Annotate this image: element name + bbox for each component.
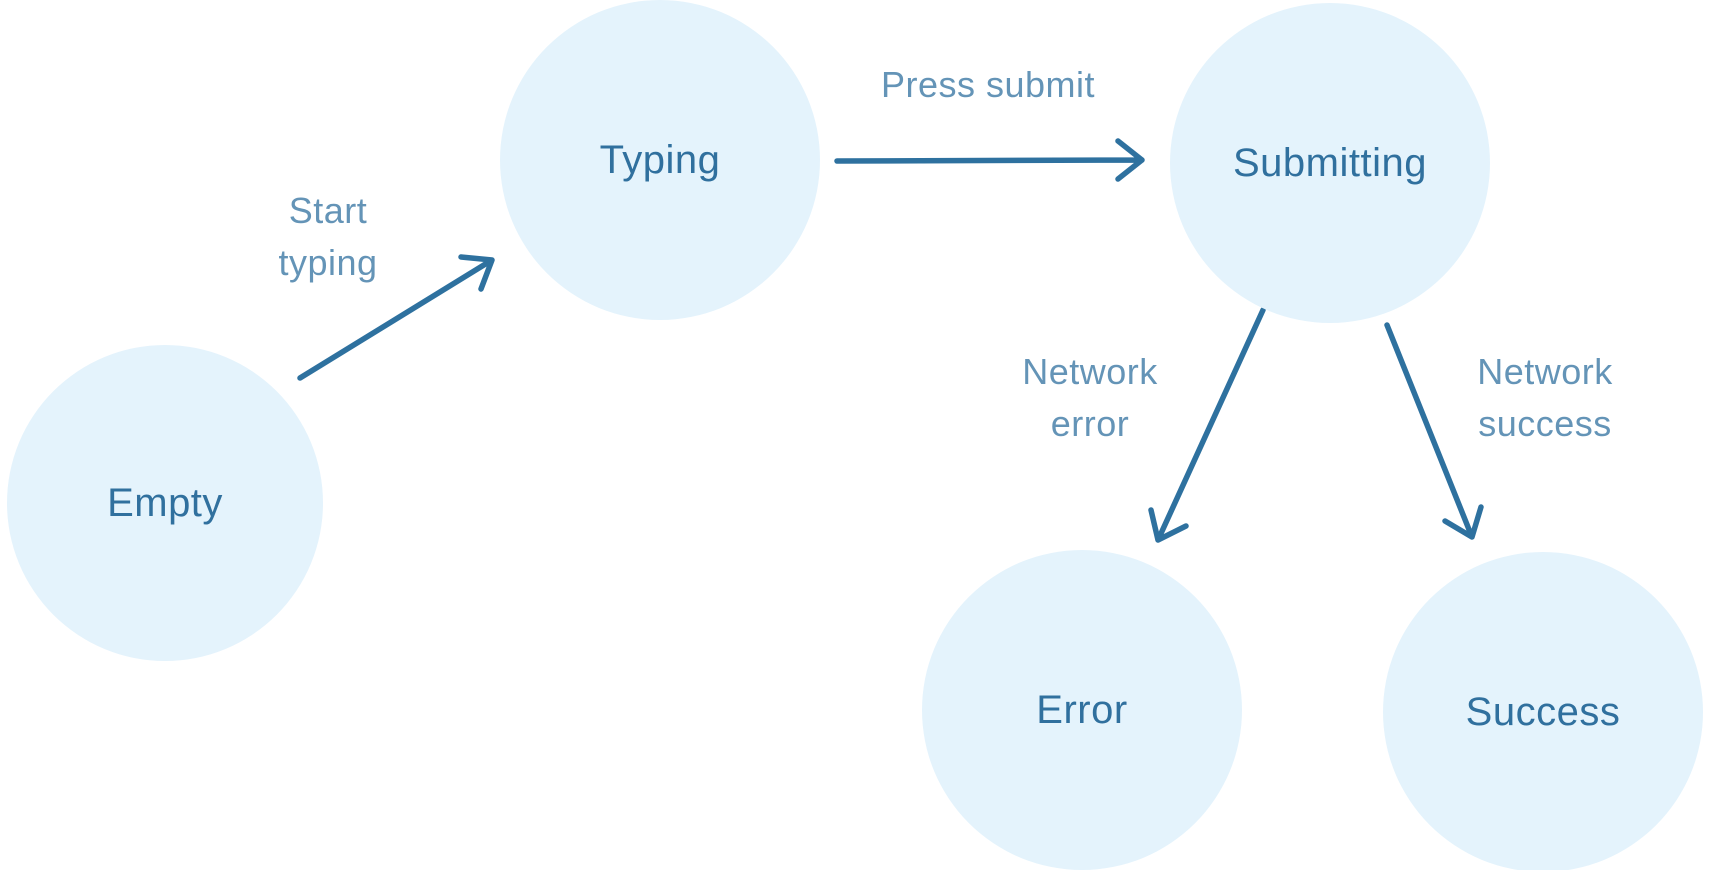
state-label-typing: Typing xyxy=(599,137,721,182)
edge-label-line: typing xyxy=(278,242,378,283)
arrow-typing-to-submitting xyxy=(834,138,1145,182)
edge-label-press-submit: Press submit xyxy=(881,59,1095,111)
state-label-error: Error xyxy=(1036,687,1128,732)
state-node-empty: Empty xyxy=(7,345,323,661)
edge-label-line: Press submit xyxy=(880,64,1096,105)
edge-label-line: Start xyxy=(288,190,368,231)
edge-label-line: Network xyxy=(1022,351,1158,392)
edge-label-line: success xyxy=(1478,403,1612,444)
state-node-success: Success xyxy=(1383,552,1703,870)
arrow-submitting-to-success xyxy=(1384,322,1484,540)
edge-label-line: Network xyxy=(1477,351,1613,392)
edge-label-network-error: Network error xyxy=(1022,346,1158,450)
state-node-error: Error xyxy=(922,550,1242,870)
state-node-submitting: Submitting xyxy=(1170,3,1490,323)
state-node-typing: Typing xyxy=(500,0,820,320)
arrow-submitting-to-error xyxy=(1148,307,1266,543)
state-label-success: Success xyxy=(1465,689,1621,734)
edge-label-line: error xyxy=(1050,403,1130,444)
edge-label-start-typing: Start typing xyxy=(278,185,377,289)
state-label-empty: Empty xyxy=(107,480,223,525)
state-label-submitting: Submitting xyxy=(1233,140,1427,185)
edge-label-network-success: Network success xyxy=(1477,346,1613,450)
